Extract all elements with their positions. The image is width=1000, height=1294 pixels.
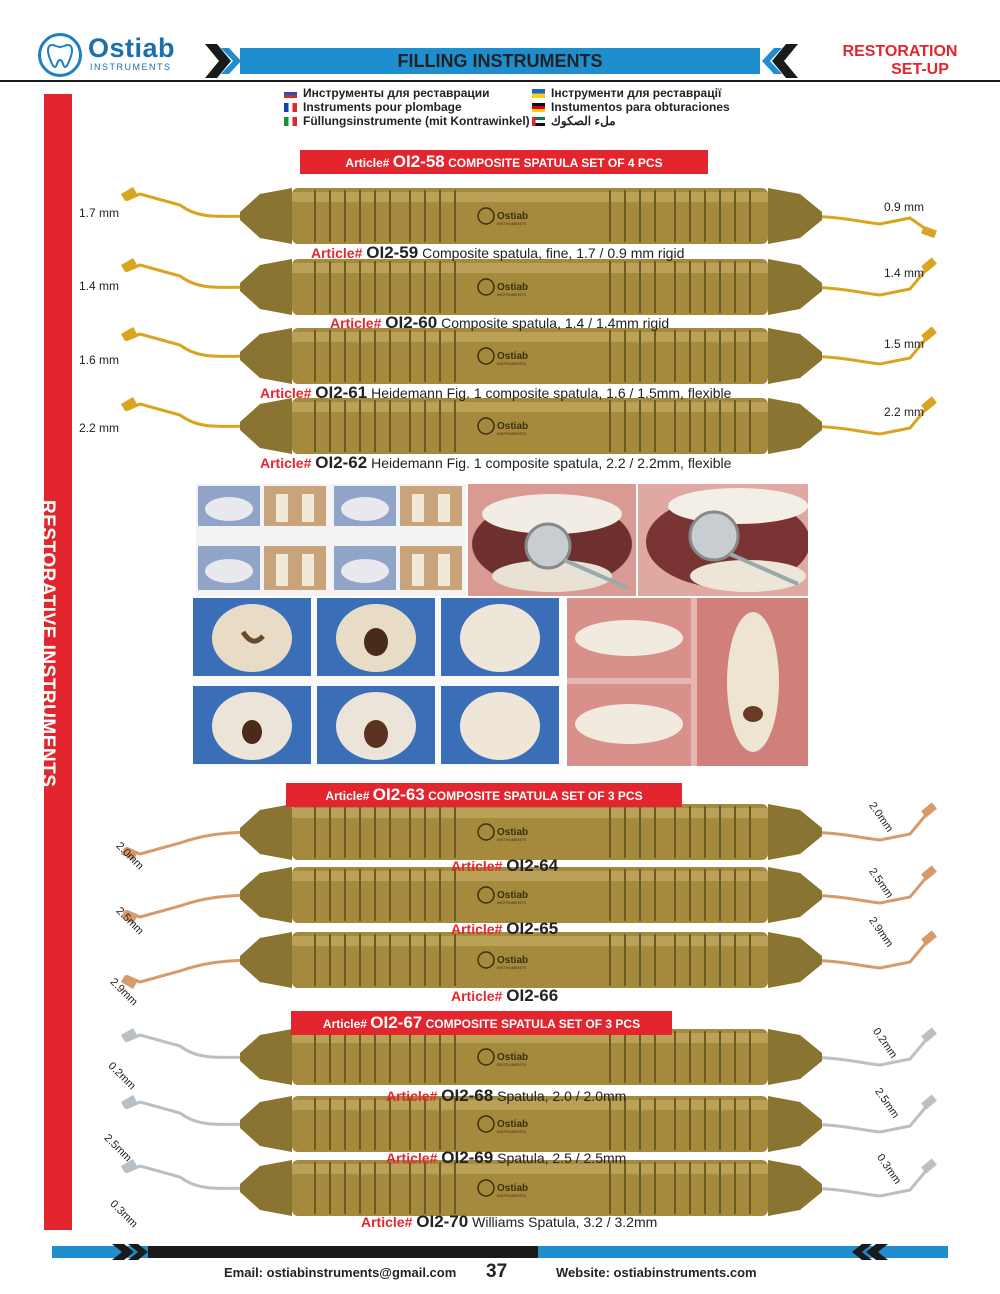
handle-brand-label: Ostiab (497, 1183, 528, 1194)
handle-brand-sub: INSTRUMENTS (497, 1129, 526, 1134)
mouth-photo (468, 484, 636, 596)
handle-brand-label: Ostiab (497, 890, 528, 901)
handle-brand-sub: INSTRUMENTS (497, 900, 526, 905)
left-size-label: 1.6 mm (79, 353, 120, 367)
handle-brand-label: Ostiab (497, 1119, 528, 1130)
handle-brand-label: Ostiab (497, 1052, 528, 1063)
right-size-label: 1.4 mm (884, 266, 925, 280)
item-caption: Article# OI2-66 (451, 986, 559, 1005)
handle-brand-label: Ostiab (497, 282, 528, 293)
right-size-label: 1.5 mm (884, 337, 925, 351)
handle-brand-sub: INSTRUMENTS (497, 1062, 526, 1067)
item-caption: Article# OI2-69 Spatula, 2.5 / 2.5mm (386, 1148, 627, 1167)
handle-brand-label: Ostiab (497, 351, 528, 362)
procedure-diagrams (196, 484, 466, 596)
item-caption: Article# OI2-61 Heidemann Fig. 1 composi… (260, 383, 732, 402)
flag-ru-icon (284, 89, 297, 99)
page-title: FILLING INSTRUMENTS (397, 51, 603, 71)
set-banner-1: Article# OI2-58 COMPOSITE SPATULA SET OF… (300, 150, 708, 174)
flag-it-icon (284, 117, 297, 127)
handle-brand-label: Ostiab (497, 955, 528, 966)
flag-fr-icon (284, 103, 297, 113)
footer-website: Website: ostiabinstruments.com (556, 1265, 757, 1280)
handle-brand-sub: INSTRUMENTS (497, 1193, 526, 1198)
lang-ar: ملء الصكوك (532, 114, 616, 128)
item-caption: Article# OI2-64 (451, 856, 559, 875)
flag-ae-icon (532, 117, 545, 127)
chevrons-right-icon (205, 44, 241, 78)
brand-sub: INSTRUMENTS (90, 62, 172, 72)
handle-brand-sub: INSTRUMENTS (497, 361, 526, 366)
handle-brand-sub: INSTRUMENTS (497, 837, 526, 842)
set-banner-3: Article# OI2-67 COMPOSITE SPATULA SET OF… (291, 1011, 672, 1035)
logo-mark (38, 33, 82, 77)
handle-brand-label: Ostiab (497, 827, 528, 838)
cavity-photo-grid (193, 598, 563, 766)
item-caption: Article# OI2-60 Composite spatula, 1.4 /… (330, 313, 670, 332)
mouth-mirror-image (638, 484, 808, 596)
mouth-mirror-image (468, 484, 636, 596)
handle-brand-sub: INSTRUMENTS (497, 431, 526, 436)
item-caption: Article# OI2-70 Williams Spatula, 3.2 / … (361, 1212, 658, 1231)
left-size-label: 2.2 mm (79, 421, 120, 435)
item-caption: Article# OI2-59 Composite spatula, fine,… (311, 243, 685, 262)
lang-ru: Инструменты для реставрации (284, 86, 490, 100)
header-bar (240, 48, 760, 74)
handle-brand-sub: INSTRUMENTS (497, 965, 526, 970)
clinical-photos (567, 598, 808, 766)
mouth-photo (638, 484, 808, 596)
left-size-label: 1.7 mm (79, 206, 120, 220)
chevrons-left-icon (762, 44, 798, 78)
lang-ua: Інструменти для реставрації (532, 86, 721, 100)
handle-brand-label: Ostiab (497, 421, 528, 432)
brand-name: Ostiab (88, 33, 176, 63)
handle-brand-sub: INSTRUMENTS (497, 221, 526, 226)
tooth-icon (47, 43, 73, 69)
lang-it: Füllungsinstrumente (mit Kontrawinkel) (284, 114, 530, 128)
cavity-photos (193, 598, 559, 764)
handle-brand-label: Ostiab (497, 211, 528, 222)
item-caption: Article# OI2-65 (451, 919, 559, 938)
item-caption: Article# OI2-68 Spatula, 2.0 / 2.0mm (386, 1086, 627, 1105)
left-size-label: 1.4 mm (79, 279, 120, 293)
sidebar-band (44, 94, 72, 1230)
item-caption: Article# OI2-62 Heidemann Fig. 1 composi… (260, 453, 732, 472)
procedure-illustration (198, 486, 462, 590)
footer-email: Email: ostiabinstruments@gmail.com (224, 1265, 457, 1280)
lang-de: Instumentos para obturaciones (532, 100, 730, 114)
footer-stripe (52, 1244, 948, 1260)
right-size-label: 0.9 mm (884, 200, 925, 214)
flag-de-icon (532, 103, 545, 113)
right-size-label: 2.2 mm (884, 405, 925, 419)
clinical-photo-grid (567, 598, 808, 766)
page-number: 37 (486, 1261, 508, 1282)
sidebar-label: RESTORATIVE INSTRUMENTS (37, 500, 58, 788)
flag-ua-icon (532, 89, 545, 99)
lang-fr: Instruments pour plombage (284, 100, 462, 114)
handle-brand-sub: INSTRUMENTS (497, 292, 526, 297)
set-banner-2: Article# OI2-63 COMPOSITE SPATULA SET OF… (286, 783, 682, 807)
header-rule (0, 80, 1000, 82)
section-title: RESTORATION SET-UP (842, 43, 958, 78)
